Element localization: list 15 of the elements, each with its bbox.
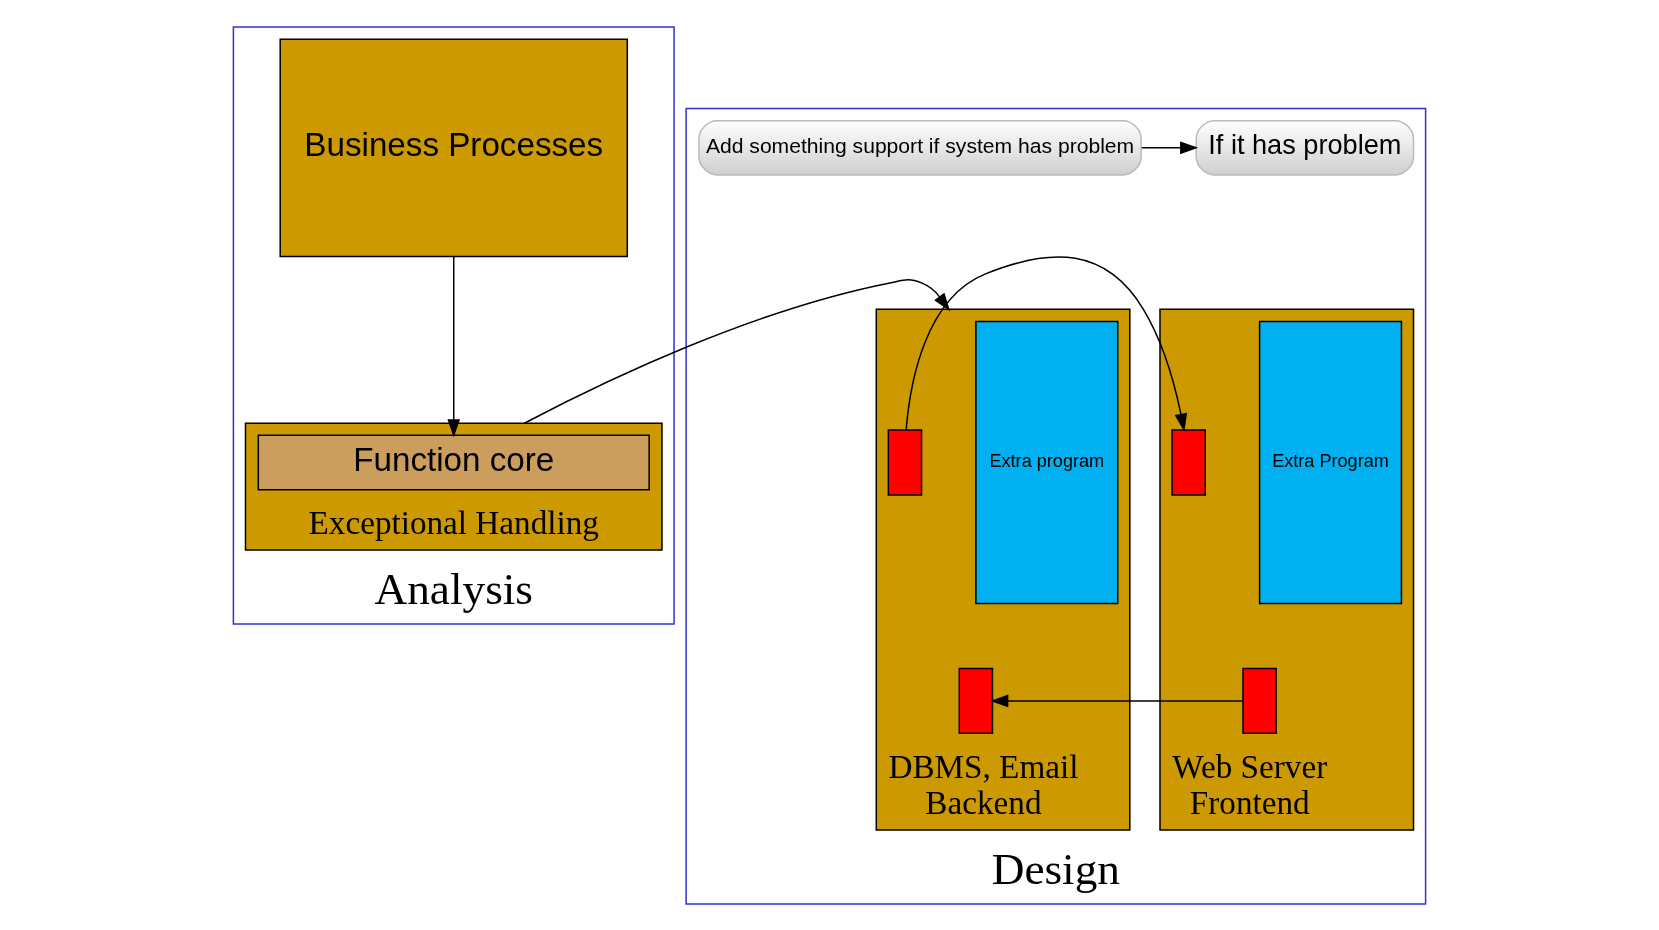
node-box: Extra Program bbox=[1258, 320, 1403, 604]
arrow bbox=[523, 278, 951, 424]
arrow bbox=[990, 694, 1244, 707]
arrow bbox=[447, 255, 461, 437]
node-box bbox=[1171, 428, 1206, 496]
arrow bbox=[905, 255, 1188, 432]
node-box bbox=[1242, 667, 1277, 734]
node-box: Extra program bbox=[975, 320, 1119, 604]
arrow bbox=[1141, 141, 1199, 154]
node-box bbox=[887, 428, 923, 496]
node-box: Function core bbox=[257, 434, 650, 490]
node-box bbox=[958, 667, 994, 734]
node-box: If it has problem bbox=[1195, 119, 1415, 176]
node-box: Add something support if system has problem bbox=[698, 119, 1142, 176]
node-box: Business Processes bbox=[279, 37, 629, 257]
